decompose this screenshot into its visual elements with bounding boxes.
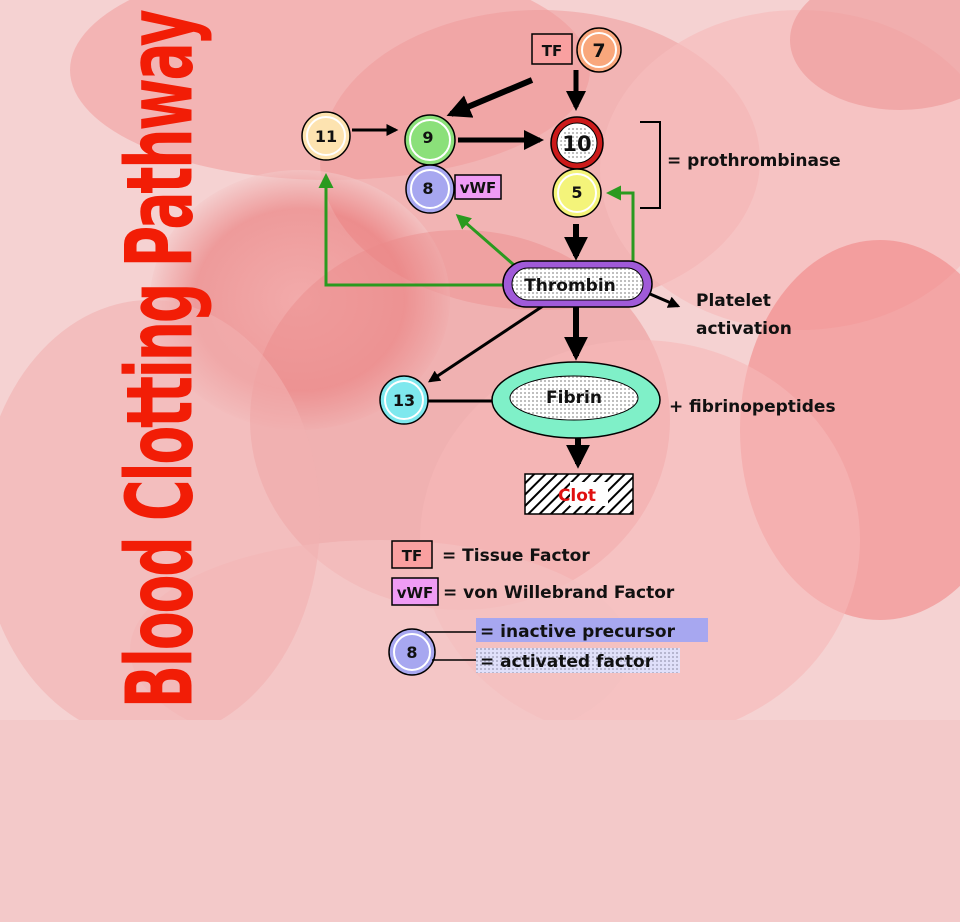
legend-vwf-label: vWF	[397, 584, 434, 602]
legend-activated-text: = activated factor	[480, 652, 654, 672]
legend-tf-box	[391, 540, 433, 569]
fibrinopeptides-label: + fibrinopeptides	[669, 397, 836, 417]
tf-label: TF	[542, 42, 562, 60]
feedback-thrombin-to-8	[455, 214, 523, 274]
factor-8-label: 8	[422, 179, 433, 198]
vwf-box	[454, 174, 502, 200]
legend-inactive-text: = inactive precursor	[480, 622, 676, 642]
fibrin-label: Fibrin	[546, 388, 602, 408]
legend: TF = Tissue Factor vWF = von Willebrand …	[388, 540, 708, 676]
feedback-thrombin-to-11	[318, 173, 520, 287]
clot-label: Clot	[558, 486, 596, 506]
vwf-label: vWF	[460, 179, 497, 197]
arrow-tf-to-9	[446, 77, 534, 118]
prothrombinase-label: = prothrombinase	[667, 151, 841, 171]
factor-7-node	[576, 27, 622, 73]
clotting-diagram: = prothrombinase TF 7 11 9 10 8 vWF 5 Th…	[301, 27, 841, 676]
factor-13-node	[379, 375, 429, 425]
factor-13-label: 13	[393, 391, 415, 410]
legend-inactive-highlight	[476, 618, 708, 642]
platelet-label-2: activation	[696, 319, 792, 339]
factor-9-label: 9	[422, 128, 433, 147]
platelet-label-1: Platelet	[696, 291, 771, 311]
prothrombinase-bracket	[640, 121, 661, 209]
legend-activated-highlight	[476, 648, 680, 673]
arrow-thrombin-to-platelet	[649, 292, 681, 308]
arrow-thrombin-to-13	[428, 300, 550, 383]
feedback-arrows	[318, 173, 635, 287]
factor-8-node	[405, 164, 455, 214]
factor-11-node	[301, 111, 351, 161]
legend-sample-node	[388, 628, 436, 676]
factor-5-label: 5	[571, 183, 582, 202]
legend-vwf-text: = von Willebrand Factor	[443, 583, 675, 603]
thrombin-label: Thrombin	[524, 276, 616, 296]
background-blood-cells	[0, 0, 960, 720]
legend-tf-label: TF	[402, 547, 422, 565]
factor-5-node	[552, 168, 602, 218]
factor-10-label: 10	[562, 132, 591, 156]
legend-sample-label: 8	[406, 643, 417, 662]
legend-vwf-box	[391, 577, 439, 606]
factor-7-label: 7	[592, 40, 605, 62]
feedback-thrombin-to-5	[606, 185, 635, 270]
tf-box	[531, 33, 573, 65]
legend-tf-text: = Tissue Factor	[442, 546, 590, 566]
factor-11-label: 11	[315, 127, 337, 146]
